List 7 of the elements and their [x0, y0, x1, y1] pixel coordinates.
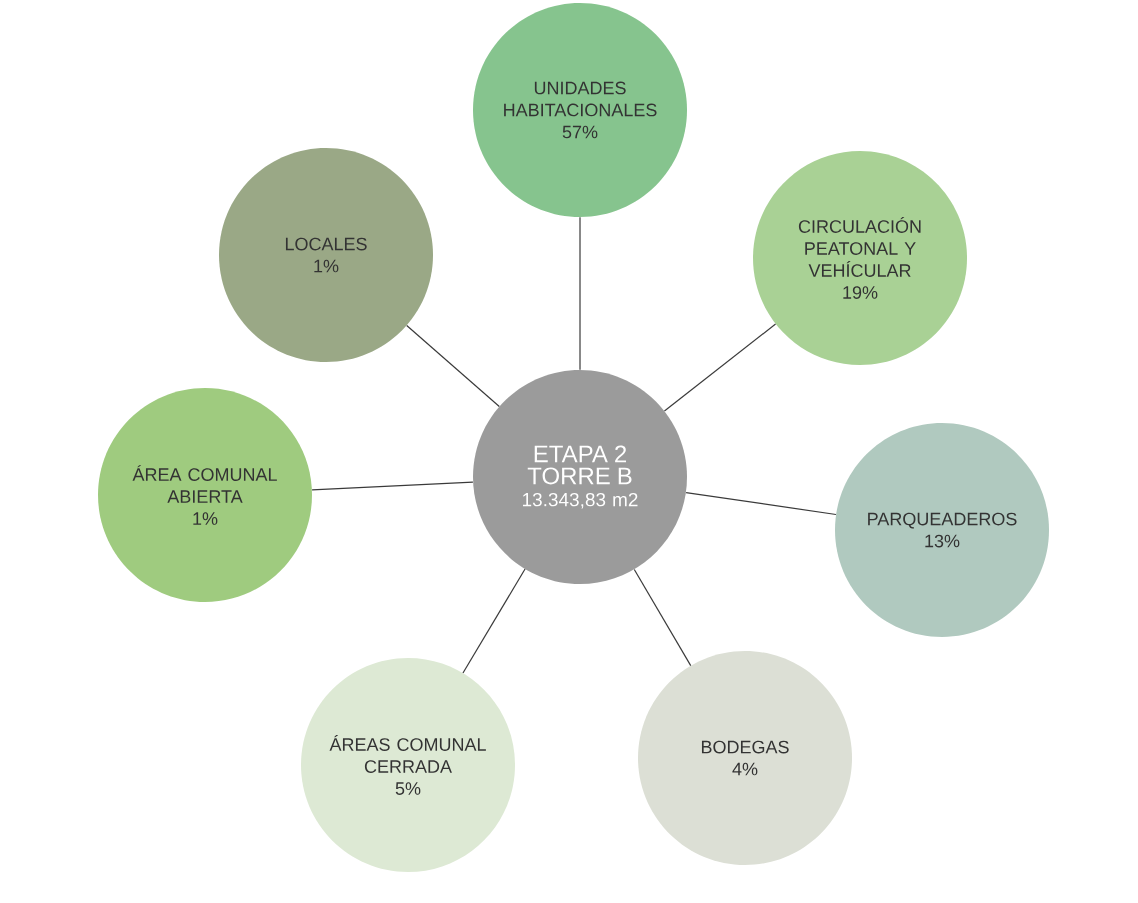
connector-line: [462, 568, 526, 674]
connector-line: [663, 323, 777, 412]
connector-line: [633, 568, 692, 667]
connector-line: [685, 491, 837, 516]
connector-line: [579, 216, 581, 371]
connector-line: [311, 481, 474, 491]
connector-line: [406, 324, 500, 408]
